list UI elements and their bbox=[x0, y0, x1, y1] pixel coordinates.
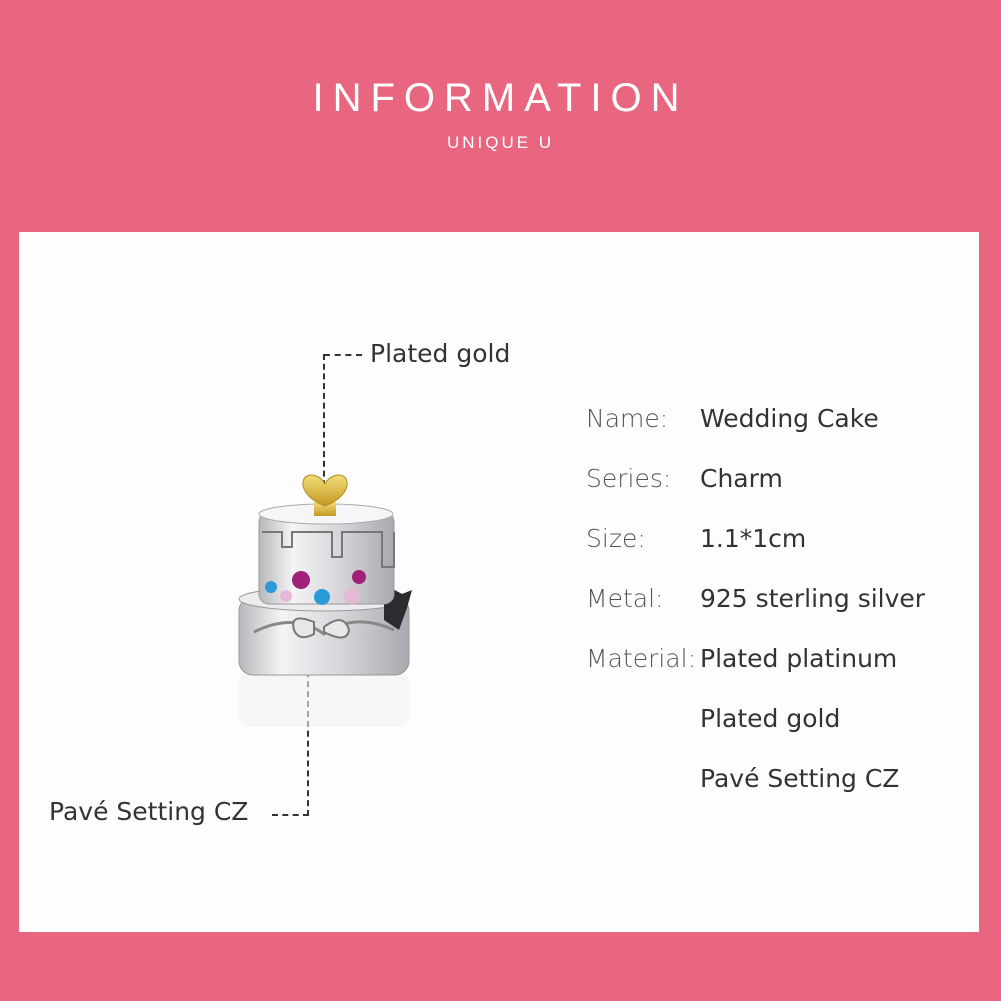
crystal-pink bbox=[280, 590, 292, 602]
spec-value: Plated gold bbox=[700, 704, 841, 733]
wedding-cake-charm-image bbox=[238, 474, 412, 727]
spec-label: Name: bbox=[586, 404, 669, 433]
callout-top-leader-vertical bbox=[323, 354, 325, 496]
callout-top-leader-horizontal bbox=[324, 354, 362, 356]
spec-value: Charm bbox=[700, 464, 783, 493]
callout-plated-gold: Plated gold bbox=[370, 339, 511, 368]
spec-value: 925 sterling silver bbox=[700, 584, 926, 613]
crystal-magenta bbox=[292, 571, 310, 589]
info-card: Plated gold Pavé Setting CZ bbox=[19, 232, 979, 932]
callout-bottom-leader-horizontal bbox=[272, 814, 309, 816]
spec-value: Plated platinum bbox=[700, 644, 898, 673]
spec-label: Metal: bbox=[586, 584, 664, 613]
spec-value: 1.1*1cm bbox=[700, 524, 807, 553]
spec-label: Series: bbox=[586, 464, 672, 493]
spec-value: Pavé Setting CZ bbox=[700, 764, 900, 793]
crystal-pink bbox=[344, 588, 360, 604]
spec-label: Size: bbox=[586, 524, 646, 553]
page-title: INFORMATION bbox=[312, 76, 689, 120]
callout-pave-setting: Pavé Setting CZ bbox=[49, 797, 249, 826]
spec-label: Material: bbox=[586, 644, 696, 673]
crystal-blue bbox=[265, 581, 277, 593]
spec-value: Wedding Cake bbox=[700, 404, 879, 433]
crystal-magenta bbox=[352, 570, 366, 584]
brand-subtitle: UNIQUE U bbox=[446, 133, 555, 152]
crystal-blue bbox=[314, 589, 330, 605]
